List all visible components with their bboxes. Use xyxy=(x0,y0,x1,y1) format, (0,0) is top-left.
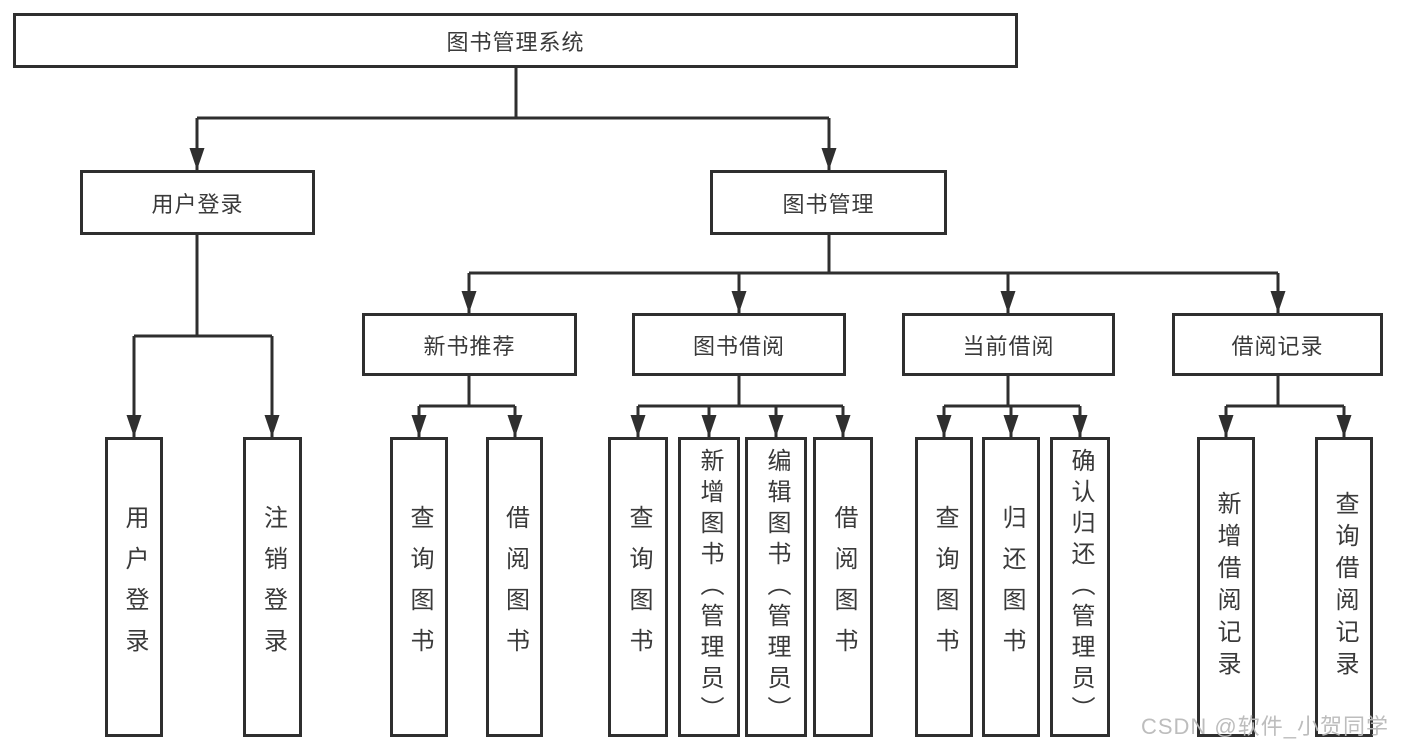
node-book-management-label: 图书管理 xyxy=(782,191,875,217)
node-borrowing-records-label: 借阅记录 xyxy=(1231,333,1324,359)
leaf-user-login: 用户登录 xyxy=(105,437,163,737)
leaf-br-query-record: 查询借阅记录 xyxy=(1315,437,1373,737)
leaf-cb-confirm-return-admin-label: 确认归还（管理员） xyxy=(1067,447,1094,727)
node-current-borrowing: 当前借阅 xyxy=(902,313,1115,376)
leaf-nb-borrow-books-label: 借阅图书 xyxy=(501,505,529,669)
node-book-management: 图书管理 xyxy=(710,170,947,235)
leaf-logout: 注销登录 xyxy=(243,437,302,737)
leaf-cb-query-books: 查询图书 xyxy=(915,437,973,737)
leaf-nb-query-books: 查询图书 xyxy=(390,437,448,737)
leaf-cb-query-books-label: 查询图书 xyxy=(931,505,958,669)
leaf-bb-add-books-admin: 新增图书（管理员） xyxy=(678,437,740,737)
node-new-book-recommend-label: 新书推荐 xyxy=(423,333,516,359)
node-book-borrowing-label: 图书借阅 xyxy=(692,333,785,359)
leaf-nb-query-books-label: 查询图书 xyxy=(406,505,433,669)
csdn-watermark: CSDN @软件_小贺同学 xyxy=(1140,714,1389,739)
node-new-book-recommend: 新书推荐 xyxy=(362,313,577,376)
leaf-cb-return-books: 归还图书 xyxy=(982,437,1040,737)
node-root-label: 图书管理系统 xyxy=(446,29,585,55)
leaf-bb-edit-books-admin-label: 编辑图书（管理员） xyxy=(763,447,790,727)
leaf-br-add-record: 新增借阅记录 xyxy=(1197,437,1255,737)
leaf-bb-borrow-books-label: 借阅图书 xyxy=(830,505,857,669)
leaf-bb-borrow-books: 借阅图书 xyxy=(813,437,873,737)
node-user-login-label: 用户登录 xyxy=(151,191,244,217)
leaf-bb-add-books-admin-label: 新增图书（管理员） xyxy=(696,447,723,727)
node-book-borrowing: 图书借阅 xyxy=(632,313,846,376)
node-root: 图书管理系统 xyxy=(13,13,1018,68)
leaf-cb-return-books-label: 归还图书 xyxy=(998,505,1025,669)
leaf-cb-confirm-return-admin: 确认归还（管理员） xyxy=(1050,437,1110,737)
leaf-bb-query-books: 查询图书 xyxy=(608,437,668,737)
node-current-borrowing-label: 当前借阅 xyxy=(962,333,1055,359)
node-borrowing-records: 借阅记录 xyxy=(1172,313,1383,376)
leaf-bb-edit-books-admin: 编辑图书（管理员） xyxy=(745,437,807,737)
leaf-logout-label: 注销登录 xyxy=(259,505,287,669)
leaf-br-add-record-label: 新增借阅记录 xyxy=(1213,491,1240,683)
leaf-br-query-record-label: 查询借阅记录 xyxy=(1331,491,1358,683)
connector-group xyxy=(126,68,1352,437)
leaf-nb-borrow-books: 借阅图书 xyxy=(486,437,543,737)
node-user-login: 用户登录 xyxy=(80,170,315,235)
leaf-user-login-label: 用户登录 xyxy=(121,505,148,669)
leaf-bb-query-books-label: 查询图书 xyxy=(625,505,652,669)
